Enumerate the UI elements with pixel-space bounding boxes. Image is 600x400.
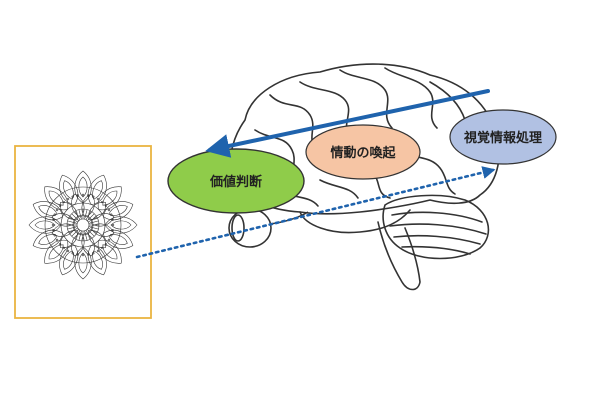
visual-processing-label: 視覚情報処理 xyxy=(463,130,542,146)
eye-icon xyxy=(228,208,309,248)
mandala-frame xyxy=(14,145,152,319)
value-judgment-label: 価値判断 xyxy=(209,174,262,190)
value-judgment-node: 価値判断 xyxy=(167,148,305,214)
emotion-arousal-node: 情動の喚起 xyxy=(305,124,421,180)
feedback-arrow xyxy=(205,89,490,158)
emotion-arousal-label: 情動の喚起 xyxy=(330,145,396,161)
visual-processing-node: 視覚情報処理 xyxy=(449,109,557,165)
visual-input-arrow xyxy=(135,166,496,259)
mandala-icon xyxy=(28,170,138,280)
